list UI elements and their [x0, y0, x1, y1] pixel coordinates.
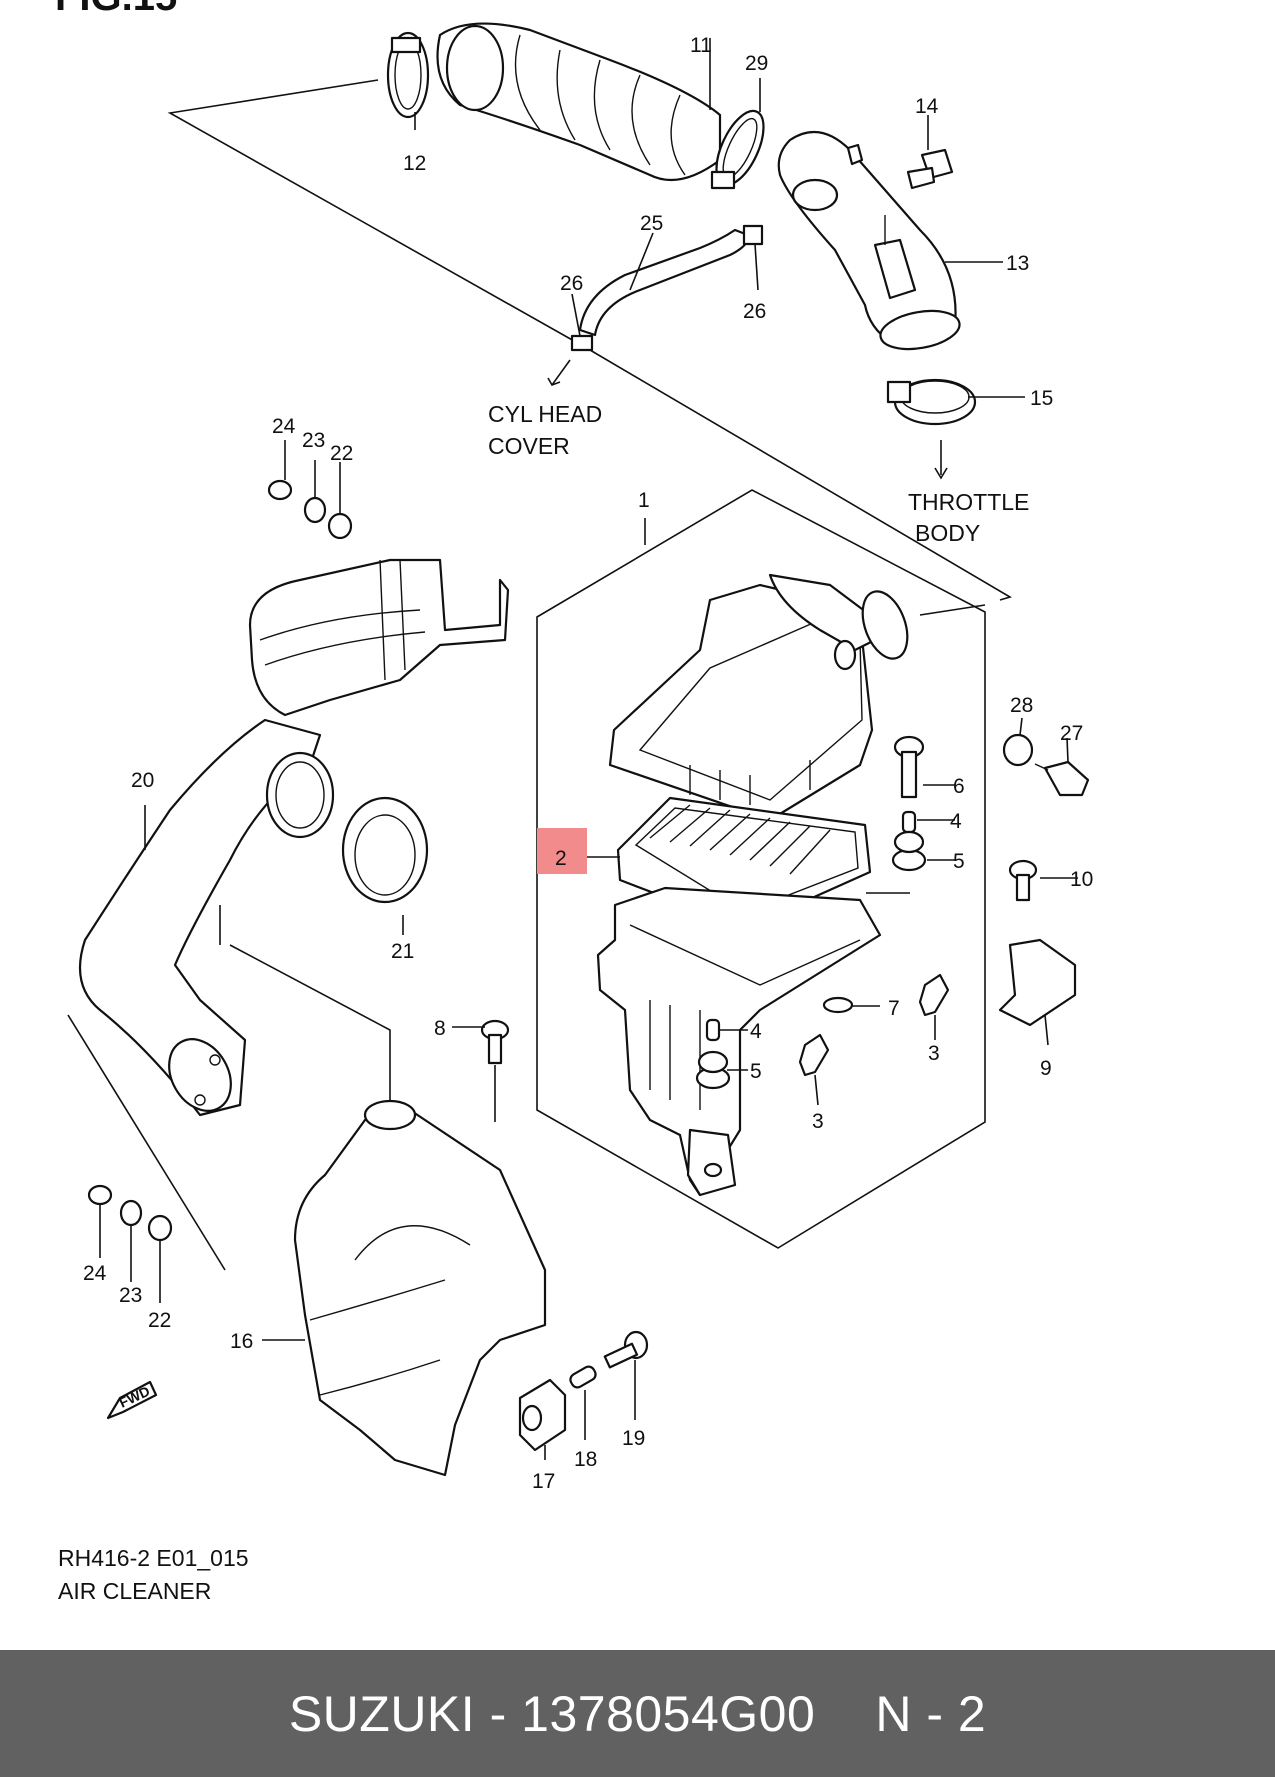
air-cleaner-upper-case-part	[608, 573, 909, 822]
callout-label: 22	[148, 1309, 171, 1332]
diagram-title: AIR CLEANER	[58, 1578, 211, 1604]
callout-label: 27	[1060, 722, 1083, 745]
intake-pipe-part	[777, 130, 961, 351]
bolt-part	[480, 1019, 510, 1065]
hose-clamp-part	[710, 109, 765, 190]
note-cyl-head: COVER	[488, 433, 570, 459]
callout-label: 4	[950, 810, 962, 833]
washer-part	[822, 996, 854, 1014]
mount-rubber-part	[518, 1378, 567, 1452]
callout-label: 4	[750, 1020, 762, 1043]
fig-label: FIG.15	[55, 0, 177, 19]
part-number: 1378054G00	[521, 1685, 816, 1742]
clip-part	[918, 973, 950, 1017]
collar-part	[705, 1018, 721, 1042]
nut-part	[147, 1214, 173, 1242]
callout-label: 16	[230, 1330, 253, 1353]
callout-label: 10	[1070, 868, 1093, 891]
callout-label: 3	[928, 1042, 940, 1065]
callout-label: 1	[638, 489, 650, 512]
hose-clip-part	[742, 224, 764, 246]
callout-label: 21	[391, 940, 414, 963]
part-number-banner: SUZUKI - 1378054G00 N - 2	[0, 1650, 1275, 1777]
bolt-part	[1008, 859, 1038, 902]
bolt-part	[893, 735, 925, 799]
collar-part	[901, 810, 917, 834]
washer-part	[303, 496, 327, 524]
note-cyl-head: CYL HEAD	[488, 401, 602, 427]
nut-part	[327, 512, 353, 540]
callout-label: 15	[1030, 387, 1053, 410]
hose-clip-part	[570, 334, 594, 352]
callout-label: 29	[745, 52, 768, 75]
callout-label: 17	[532, 1470, 555, 1493]
callout-label: 23	[119, 1284, 142, 1307]
seal-ring-part	[341, 796, 429, 904]
callout-label: 5	[953, 850, 965, 873]
grommet-part	[891, 830, 927, 872]
callout-label: 24	[272, 415, 296, 438]
hose-clamp-part	[886, 378, 977, 426]
intake-hose-part	[436, 22, 722, 182]
brand-name: SUZUKI	[288, 1685, 476, 1742]
highlight-box	[537, 828, 587, 874]
callout-label: 2	[555, 847, 567, 870]
resonator-part	[293, 1099, 547, 1477]
note-throttle-body: BODY	[915, 520, 980, 546]
air-inlet-hose-part	[78, 718, 335, 1117]
callout-label: 12	[403, 152, 426, 175]
diagram-code: RH416-2 E01_015	[58, 1545, 249, 1571]
callout-label: 26	[743, 300, 766, 323]
callout-label: 14	[915, 95, 939, 118]
bracket-part	[998, 938, 1077, 1027]
hose-clamp-part	[386, 31, 430, 119]
bolt-part	[267, 479, 293, 501]
callout-label: 8	[434, 1017, 446, 1040]
callout-label: 6	[953, 775, 965, 798]
air-cleaner-lower-case-part	[596, 886, 882, 1197]
dash-separator: -	[489, 1685, 507, 1742]
callout-label: 24	[83, 1262, 107, 1285]
callout-label: 20	[131, 769, 154, 792]
callout-label: 9	[1040, 1057, 1052, 1080]
callout-label: 26	[560, 272, 583, 295]
callout-label: 13	[1006, 252, 1029, 275]
callout-label: 5	[750, 1060, 762, 1083]
callout-label: 18	[574, 1448, 597, 1471]
callout-label: 22	[330, 442, 353, 465]
bolt-part	[906, 148, 954, 190]
clip-part	[798, 1033, 830, 1077]
callout-label: 19	[622, 1427, 645, 1450]
clip-part	[1034, 760, 1090, 797]
callout-label: 28	[1010, 694, 1033, 717]
bolt-part	[87, 1184, 113, 1206]
breather-hose-part	[578, 228, 750, 337]
callout-label: 11	[690, 34, 712, 57]
quantity-label: N - 2	[875, 1685, 987, 1742]
note-throttle-body: THROTTLE	[908, 489, 1029, 515]
grommet-part	[695, 1050, 731, 1090]
washer-part	[119, 1199, 143, 1227]
collar-part	[569, 1365, 597, 1389]
grommet-part	[1002, 733, 1034, 767]
callout-label: 23	[302, 429, 325, 452]
resonator-upper-part	[248, 558, 510, 717]
callout-label: 3	[812, 1110, 824, 1133]
callout-label: 25	[640, 212, 663, 235]
fwd-arrow-icon: FWD	[106, 1380, 158, 1420]
bolt-part	[603, 1330, 649, 1369]
callout-label: 7	[888, 997, 900, 1020]
exploded-parts-diagram: FIG.15	[55, 0, 1093, 1604]
